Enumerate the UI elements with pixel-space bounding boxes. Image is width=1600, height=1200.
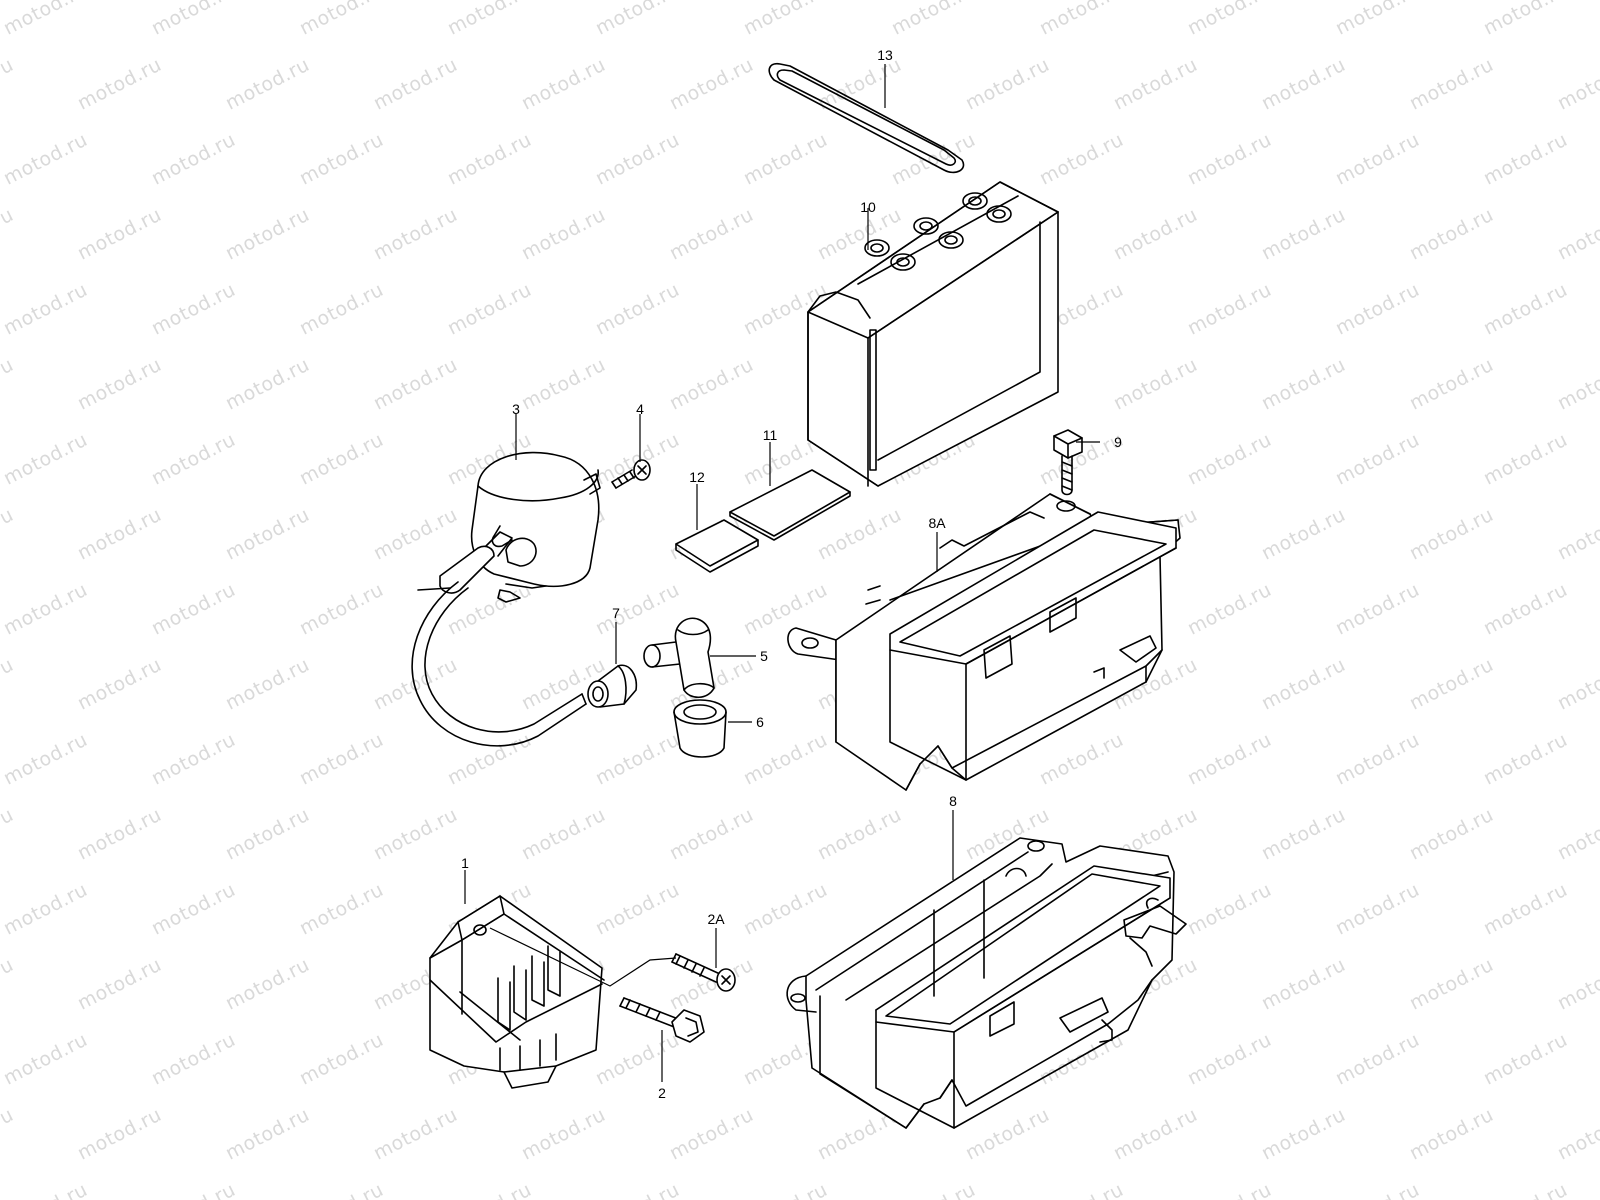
part-11-battery-pad[interactable] bbox=[729, 469, 851, 541]
part-3-starter-relay[interactable] bbox=[411, 451, 601, 747]
callout-6: 6 bbox=[756, 714, 764, 730]
part-13-battery-band[interactable] bbox=[768, 62, 965, 174]
callout-12: 12 bbox=[689, 469, 705, 485]
part-8-battery-case[interactable] bbox=[786, 837, 1187, 1129]
part-4-screw[interactable] bbox=[611, 459, 651, 489]
callouts: 13 10 3 4 11 12 9 8A 7 5 6 8 1 2A 2 bbox=[461, 47, 1122, 1101]
leader-bracket-2 bbox=[489, 927, 677, 987]
part-5-cap[interactable] bbox=[643, 617, 715, 699]
part-12-pad[interactable] bbox=[675, 519, 759, 573]
part-10-battery[interactable] bbox=[807, 181, 1059, 487]
callout-1: 1 bbox=[461, 855, 469, 871]
callout-9: 9 bbox=[1114, 434, 1122, 450]
part-2a-screw[interactable] bbox=[671, 953, 736, 992]
callout-3: 3 bbox=[512, 401, 520, 417]
callout-11: 11 bbox=[763, 427, 778, 443]
part-7-grommet[interactable] bbox=[587, 664, 638, 708]
callout-2a: 2A bbox=[707, 911, 725, 927]
callout-5: 5 bbox=[760, 648, 768, 664]
callout-4: 4 bbox=[636, 401, 644, 417]
callout-10: 10 bbox=[860, 199, 876, 215]
callout-2: 2 bbox=[658, 1085, 666, 1101]
callout-8: 8 bbox=[949, 793, 957, 809]
callout-13: 13 bbox=[877, 47, 893, 63]
leader-lines bbox=[464, 64, 1100, 1082]
part-1-regulator[interactable] bbox=[429, 895, 605, 1089]
part-2-bolt[interactable] bbox=[619, 997, 705, 1043]
callout-8a: 8A bbox=[928, 515, 946, 531]
part-9-bolt[interactable] bbox=[1053, 429, 1083, 496]
part-6-boot[interactable] bbox=[673, 699, 727, 758]
callout-7: 7 bbox=[612, 605, 620, 621]
part-8a-battery-case[interactable] bbox=[787, 493, 1181, 791]
